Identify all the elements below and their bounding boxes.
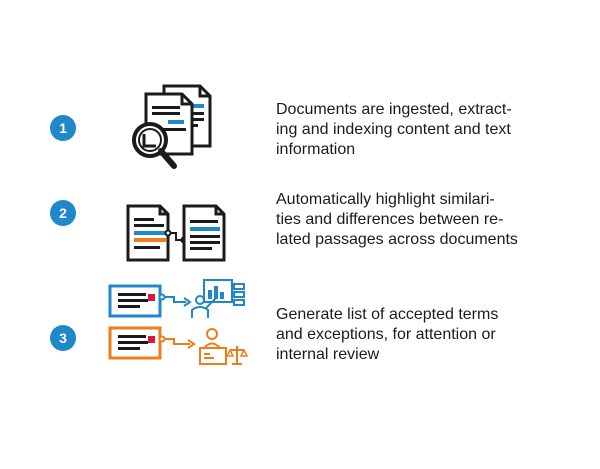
step-3-text: Generate list of accepted terms and exce… [276, 305, 566, 365]
step-1-line: information [276, 141, 356, 158]
step-3-line: and exceptions, for attention or [276, 326, 496, 343]
step-3-line: internal review [276, 346, 380, 363]
step-3-line: Generate list of accepted terms [276, 306, 499, 323]
step-2-line: Automatically highlight similari- [276, 191, 495, 208]
document-review-icon [106, 276, 250, 372]
step-1-text: Documents are ingested, extract- ing and… [276, 100, 566, 160]
step-2-line: ties and differences between re- [276, 211, 504, 228]
step-2-line: lated passages across documents [276, 231, 518, 248]
step-3-badge: 3 [50, 325, 76, 351]
step-2-badge: 2 [50, 200, 76, 226]
document-search-icon [130, 84, 220, 176]
step-2-text: Automatically highlight similari- ties a… [276, 190, 566, 250]
step-1-badge: 1 [50, 115, 76, 141]
step-1-line: ing and indexing content and text [276, 121, 511, 138]
step-1-line: Documents are ingested, extract- [276, 101, 512, 118]
document-compare-icon [124, 204, 234, 264]
